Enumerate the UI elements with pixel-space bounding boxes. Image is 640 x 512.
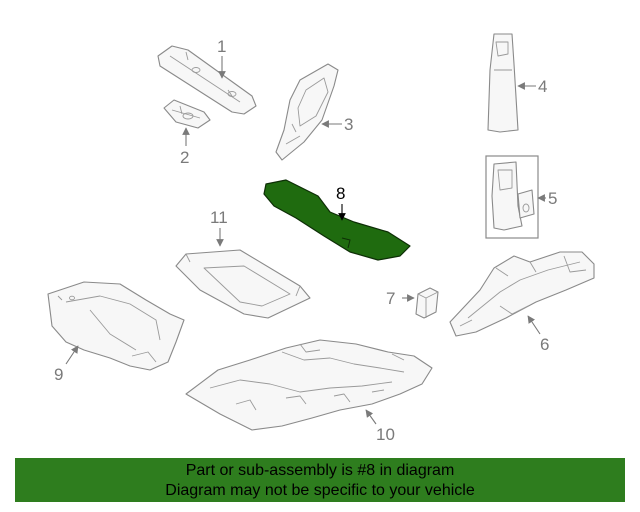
part-8-highlighted: [263, 179, 411, 261]
callout-label-7: 7: [386, 289, 395, 308]
callout-4: 4: [517, 77, 547, 96]
part-5-pillar-lower-trim: [485, 155, 539, 239]
callout-label-4: 4: [538, 77, 547, 96]
part-1-bracket: [157, 45, 257, 115]
callout-label-9: 9: [54, 365, 63, 384]
callout-6: 6: [527, 315, 549, 354]
callout-2: 2: [180, 127, 190, 167]
callout-9: 9: [54, 345, 79, 384]
callout-label-8: 8: [336, 184, 345, 203]
callout-label-11: 11: [210, 208, 228, 227]
callout-7: 7: [386, 289, 415, 308]
part-4-pillar-upper-trim: [487, 33, 519, 133]
callout-1: 1: [217, 37, 226, 79]
part-2-clip: [163, 99, 211, 129]
part-7-small-bracket: [415, 287, 439, 319]
part-3-pillar-trim: [275, 63, 339, 161]
callout-5: 5: [537, 189, 557, 208]
part-9-side-panel: [47, 281, 185, 371]
banner-line-1: Part or sub-assembly is #8 in diagram: [185, 462, 455, 479]
callout-label-6: 6: [540, 335, 549, 354]
part-10-floor-carpet: [185, 339, 433, 431]
callout-10: 10: [365, 409, 395, 444]
info-banner: Part or sub-assembly is #8 in diagram Di…: [15, 458, 625, 502]
callout-label-1: 1: [217, 37, 226, 56]
parts-diagram: 1 2 3 4 5: [47, 33, 595, 444]
callout-label-3: 3: [344, 115, 353, 134]
callout-label-5: 5: [548, 189, 557, 208]
callout-8: 8: [336, 184, 346, 221]
part-11-floor-panel: [175, 249, 311, 319]
callout-3: 3: [321, 115, 353, 134]
callout-label-10: 10: [376, 425, 395, 444]
part-6-sill-reinforcement: [449, 251, 595, 337]
banner-line-2: Diagram may not be specific to your vehi…: [165, 482, 475, 499]
callout-label-2: 2: [180, 148, 189, 167]
callout-11: 11: [210, 208, 228, 247]
